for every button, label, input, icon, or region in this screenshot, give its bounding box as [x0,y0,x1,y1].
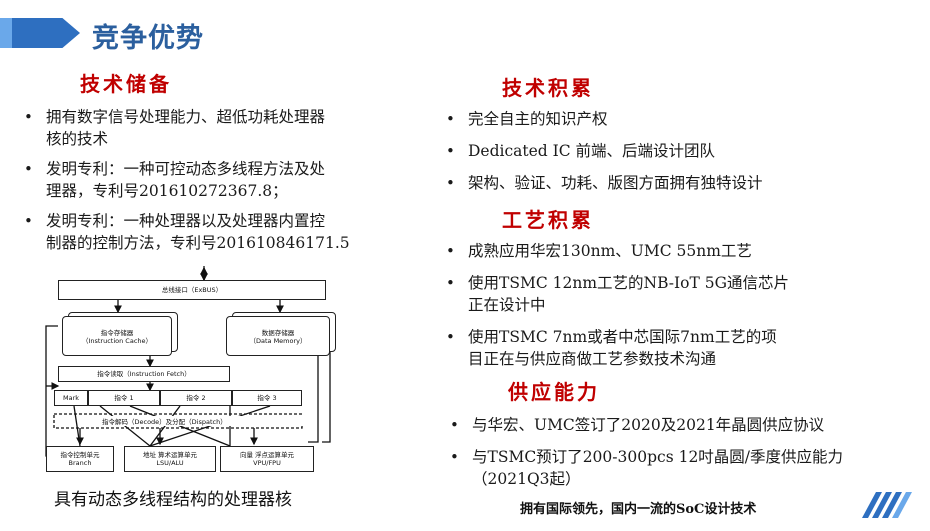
title-accent-stripe [0,18,12,48]
list-item: 拥有数字信号处理能力、超低功耗处理器 核的技术 [18,106,368,150]
tech-accumulation-list: 完全自主的知识产权 Dedicated IC 前端、后端设计团队 架构、验证、功… [440,108,860,194]
list-item: 发明专利：一种处理器以及处理器内置控 制器的控制方法，专利号2016108461… [18,210,368,254]
bus-interface-box: 总线接口（ExBUS） [58,280,326,300]
branch-unit-box: 指令控制单元 Branch [46,446,114,472]
list-item: 使用TSMC 12nm工艺的NB-IoT 5G通信芯片 正在设计中 [440,272,860,316]
page-title: 竞争优势 [92,23,204,54]
footer-slogan: 拥有国际领先，国内一流的SoC设计技术 [520,502,757,517]
lsu-alu-box: 地址 算术运算单元 LSU/ALU [124,446,216,472]
list-item: 发明专利：一种可控动态多线程方法及处 理器，专利号201610272367.8； [18,158,368,202]
list-item: Dedicated IC 前端、后端设计团队 [440,140,860,162]
processor-architecture-diagram: 总线接口（ExBUS） 指令存储器 （Instruction Cache） 数据… [40,266,360,482]
list-item: 与TSMC预订了200-300pcs 12吋晶圆/季度供应能力 （2021Q3起… [444,446,884,490]
list-item: 成熟应用华宏130nm、UMC 55nm工艺 [440,240,860,262]
list-item: 使用TSMC 7nm或者中芯国际7nm工艺的项 目正在与供应商做工艺参数技术沟通 [440,326,860,370]
mark-cell: Mark [54,390,88,406]
decode-dispatch-label: 指令解码（Decode）及分配（Dispatch） [100,416,304,426]
section-title-supply-capability: 供应能力 [508,380,600,404]
instruction-cache-box: 指令存储器 （Instruction Cache） [62,316,172,356]
instruction-3-cell: 指令 3 [232,390,302,406]
brand-logo-icon [862,488,922,518]
process-accumulation-list: 成熟应用华宏130nm、UMC 55nm工艺 使用TSMC 12nm工艺的NB-… [440,240,860,370]
data-memory-box: 数据存储器 （Data Memory） [226,316,330,356]
instruction-2-cell: 指令 2 [160,390,232,406]
section-title-tech-accumulation: 技术积累 [502,76,594,100]
list-item: 架构、验证、功耗、版图方面拥有独特设计 [440,172,860,194]
diagram-caption: 具有动态多线程结构的处理器核 [54,490,292,510]
section-title-process-accumulation: 工艺积累 [502,208,594,232]
title-accent-bar [0,18,80,48]
instruction-1-cell: 指令 1 [88,390,160,406]
tech-reserve-list: 拥有数字信号处理能力、超低功耗处理器 核的技术 发明专利：一种可控动态多线程方法… [18,106,368,254]
list-item: 与华宏、UMC签订了2020及2021年晶圆供应协议 [444,414,884,436]
section-title-tech-reserve: 技术储备 [80,72,172,96]
list-item: 完全自主的知识产权 [440,108,860,130]
supply-capability-list: 与华宏、UMC签订了2020及2021年晶圆供应协议 与TSMC预订了200-3… [444,414,884,490]
vpu-fpu-box: 向量 浮点运算单元 VPU/FPU [220,446,314,472]
instruction-fetch-box: 指令读取（Instruction Fetch） [58,366,230,382]
